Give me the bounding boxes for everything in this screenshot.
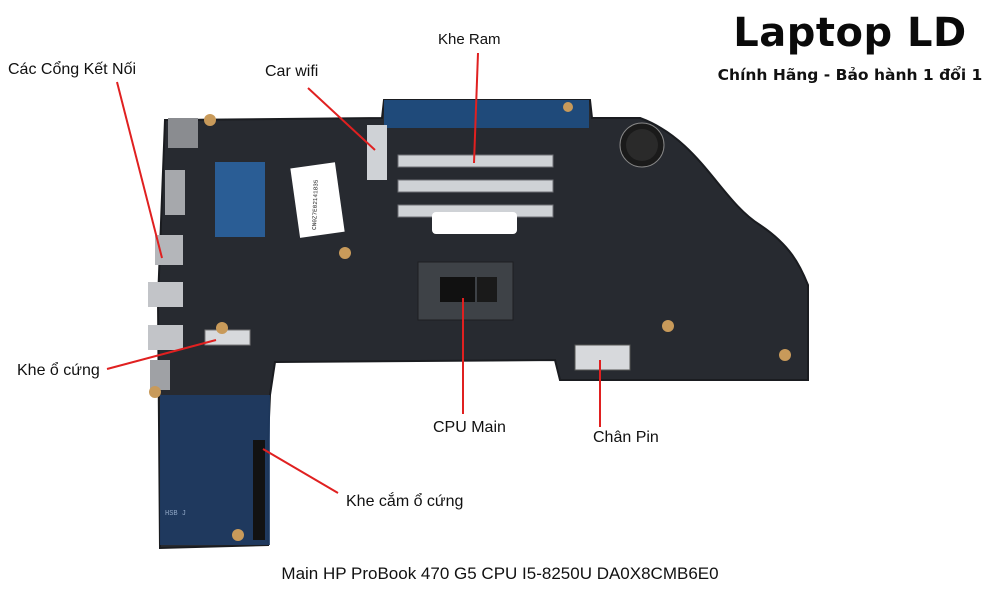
battery-connector: [574, 344, 631, 371]
image-caption: Main HP ProBook 470 G5 CPU I5-8250U DA0X…: [281, 564, 719, 583]
mount-hole: [563, 102, 573, 112]
ram-slot-1: [397, 154, 554, 168]
port-hdmi: [168, 118, 198, 148]
lower-blue-section: [160, 395, 270, 545]
callout-line-ports: [116, 81, 163, 259]
ram-board-area: [384, 100, 589, 128]
callout-lines: [106, 52, 601, 494]
label-hdd-connector: Khe cắm ổ cứng: [346, 493, 464, 510]
mount-hole: [779, 349, 791, 361]
mount-hole: [204, 114, 216, 126]
mount-hole: [232, 529, 244, 541]
serial-sticker: [290, 162, 345, 238]
serial-sticker-text: CN0Z7E02141835: [311, 179, 320, 230]
hdd-connector: [253, 440, 265, 540]
brand-title: Laptop LD: [733, 10, 967, 56]
mount-hole: [662, 320, 674, 332]
mount-hole: [216, 322, 228, 334]
port-lan: [150, 360, 170, 390]
wifi-card-slot: [367, 125, 387, 180]
label-battery: Chân Pin: [593, 429, 659, 446]
label-cpu: CPU Main: [433, 419, 506, 436]
m2-ssd-slot: [204, 329, 251, 346]
callout-line-ssd: [106, 339, 217, 370]
label-ram: Khe Ram: [438, 31, 501, 48]
white-label: [432, 212, 517, 234]
cmos-battery-inner: [626, 129, 658, 161]
label-wifi: Car wifi: [265, 63, 319, 80]
wifi-chip-area: [215, 162, 265, 237]
cpu-pch: [477, 277, 497, 302]
ram-slot-2: [397, 179, 554, 193]
port-usb-a-2: [148, 325, 183, 350]
mount-hole: [149, 386, 161, 398]
corner-silkscreen: HSB J: [165, 510, 186, 518]
callout-line-ram: [473, 52, 479, 164]
label-ports: Các Cổng Kết Nối: [8, 61, 137, 78]
port-usb-a-1: [148, 282, 183, 307]
callout-line-hdd: [262, 448, 339, 494]
mount-hole: [339, 247, 351, 259]
label-ssd-slot: Khe ổ cứng: [17, 362, 100, 379]
port-usb-c: [165, 170, 185, 215]
callout-line-wifi: [307, 87, 376, 151]
cpu-die: [440, 277, 475, 302]
brand-tagline: Chính Hãng - Bảo hành 1 đổi 1: [717, 66, 983, 84]
